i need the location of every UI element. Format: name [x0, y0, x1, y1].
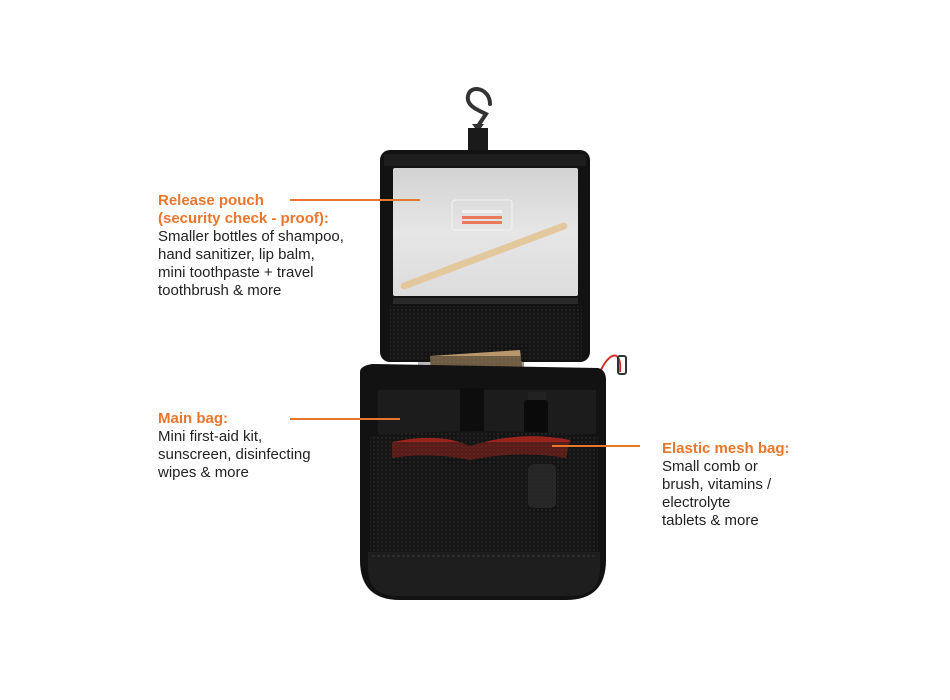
leader-line-elastic-mesh-bag: [552, 445, 640, 447]
callout-body: tablets & more: [662, 512, 759, 529]
callout-body: Smaller bottles of shampoo,: [158, 228, 344, 245]
callout-elastic-mesh-bag: Elastic mesh bag: Small comb or brush, v…: [662, 440, 790, 530]
callout-title: (security check - proof):: [158, 210, 329, 227]
callout-body: mini toothpaste + travel: [158, 264, 314, 281]
callout-body: wipes & more: [158, 464, 249, 481]
callout-title: Main bag:: [158, 410, 228, 427]
callout-body: sunscreen, disinfecting: [158, 446, 311, 463]
callout-release-pouch: Release pouch (security check - proof): …: [158, 192, 344, 300]
callout-body: hand sanitizer, lip balm,: [158, 246, 315, 263]
callout-body: toothbrush & more: [158, 282, 282, 299]
leader-line-release-pouch: [290, 199, 420, 201]
callout-body: Small comb or: [662, 458, 758, 475]
callout-body: Mini first-aid kit,: [158, 428, 263, 445]
leader-line-main-bag: [290, 418, 400, 420]
callout-title: Elastic mesh bag:: [662, 440, 790, 457]
hanging-hook-icon: [465, 87, 492, 154]
callout-main-bag: Main bag: Mini first-aid kit, sunscreen,…: [158, 410, 311, 482]
callout-title: Release pouch: [158, 192, 264, 209]
callout-body: brush, vitamins /: [662, 476, 772, 493]
callout-body: electrolyte: [662, 494, 731, 511]
